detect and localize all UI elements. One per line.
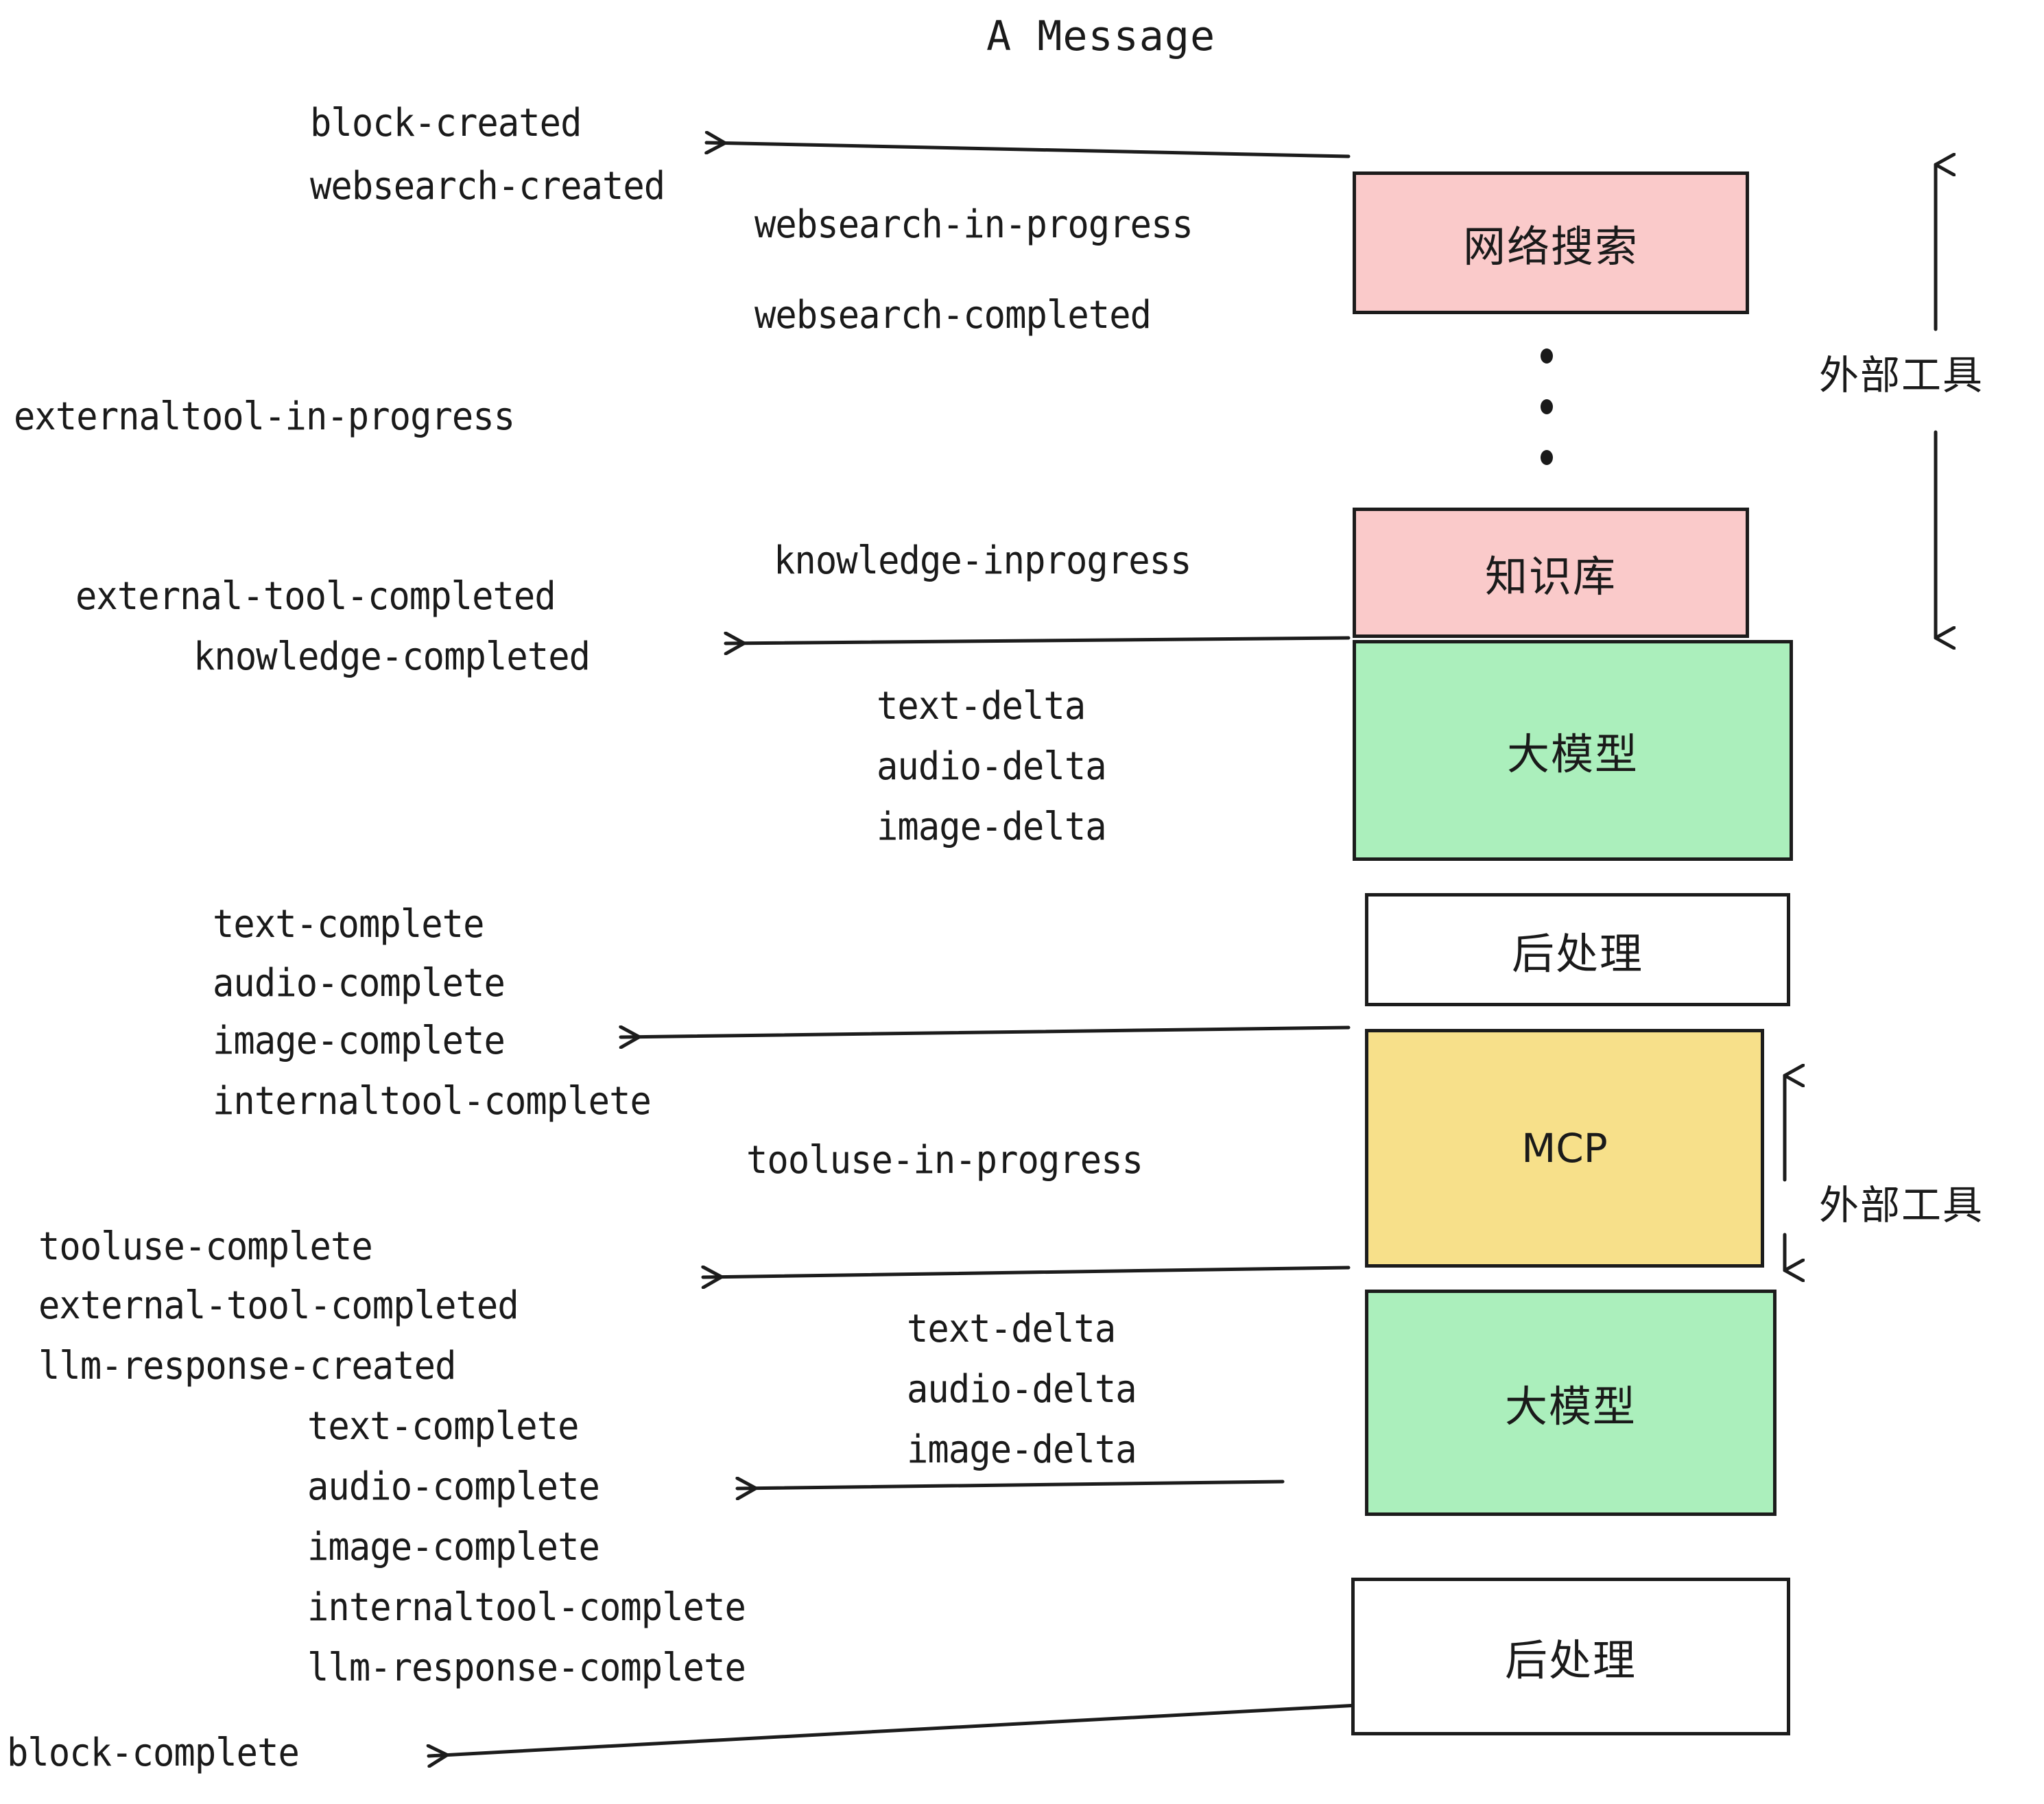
event-websearch-in-progress: websearch-in-progress (754, 202, 1193, 247)
event-tooluse-in-progress: tooluse-in-progress (746, 1138, 1143, 1183)
node-label-mcp: MCP (1521, 1125, 1608, 1172)
arrow-knowledge-to-completed (726, 638, 1351, 643)
node-label-postprocess-bottom: 后处理 (1504, 1635, 1637, 1685)
event-websearch-created: websearch-created (310, 164, 665, 209)
event-internaltool-complete-2: internaltool-complete (307, 1585, 746, 1630)
event-external-tool-completed-1: external-tool-completed (75, 574, 556, 619)
event-tooluse-complete: tooluse-complete (38, 1224, 373, 1269)
node-label-knowledge: 知识库 (1484, 551, 1617, 602)
event-websearch-completed: websearch-completed (754, 293, 1152, 337)
node-label-postprocess-top: 后处理 (1511, 928, 1643, 979)
event-llm-response-created: llm-response-created (38, 1344, 456, 1388)
arrow-mcp-to-toolusecomplete (703, 1268, 1351, 1277)
event-text-complete-2: text-complete (307, 1404, 579, 1449)
event-image-complete-2: image-complete (307, 1525, 600, 1569)
event-text-complete-1: text-complete (213, 902, 484, 947)
page-title: A Message (986, 12, 1216, 60)
event-audio-complete-2: audio-complete (307, 1464, 600, 1509)
event-image-complete-1: image-complete (213, 1019, 506, 1063)
event-externaltool-in-progress: externaltool-in-progress (14, 394, 515, 439)
arrow-postprocess-to-blockcomplete (429, 1703, 1360, 1756)
event-audio-complete-1: audio-complete (213, 961, 506, 1006)
node-box-mcp[interactable]: MCP (1365, 1029, 1764, 1268)
arrow-postprocess-to-imagecomplete (621, 1028, 1351, 1037)
node-box-websearch[interactable]: 网络搜索 (1353, 171, 1749, 314)
node-label-websearch: 网络搜索 (1462, 222, 1639, 272)
event-knowledge-completed: knowledge-completed (193, 634, 591, 679)
node-box-postprocess-bottom[interactable]: 后处理 (1351, 1578, 1790, 1735)
side-label-external-tool-top: 外部工具 (1819, 352, 1984, 399)
node-box-llm-top[interactable]: 大模型 (1353, 640, 1793, 861)
node-label-llm-top: 大模型 (1506, 729, 1639, 779)
event-text-delta-2: text-delta (907, 1307, 1116, 1351)
vertical-ellipsis-dots (1540, 348, 1554, 465)
event-image-delta-1: image-delta (877, 805, 1107, 849)
node-label-llm-bottom: 大模型 (1504, 1381, 1637, 1432)
event-knowledge-inprogress: knowledge-inprogress (774, 538, 1191, 583)
node-box-postprocess-top[interactable]: 后处理 (1365, 893, 1790, 1006)
event-audio-delta-2: audio-delta (907, 1367, 1137, 1412)
arrow-llm-to-audiocomplete (737, 1482, 1285, 1488)
event-block-created: block-created (310, 101, 582, 145)
side-label-external-tool-bottom: 外部工具 (1819, 1182, 1984, 1229)
event-internaltool-complete-1: internaltool-complete (213, 1079, 652, 1124)
node-box-llm-bottom[interactable]: 大模型 (1365, 1290, 1776, 1516)
event-external-tool-completed-2: external-tool-completed (38, 1283, 519, 1328)
event-text-delta-1: text-delta (877, 684, 1086, 728)
event-llm-response-complete: llm-response-complete (307, 1646, 746, 1690)
event-image-delta-2: image-delta (907, 1427, 1137, 1472)
event-block-complete: block-complete (7, 1731, 300, 1775)
node-box-knowledge[interactable]: 知识库 (1353, 508, 1749, 638)
arrow-websearch-to-blockcreated (706, 143, 1351, 158)
event-audio-delta-1: audio-delta (877, 744, 1107, 789)
